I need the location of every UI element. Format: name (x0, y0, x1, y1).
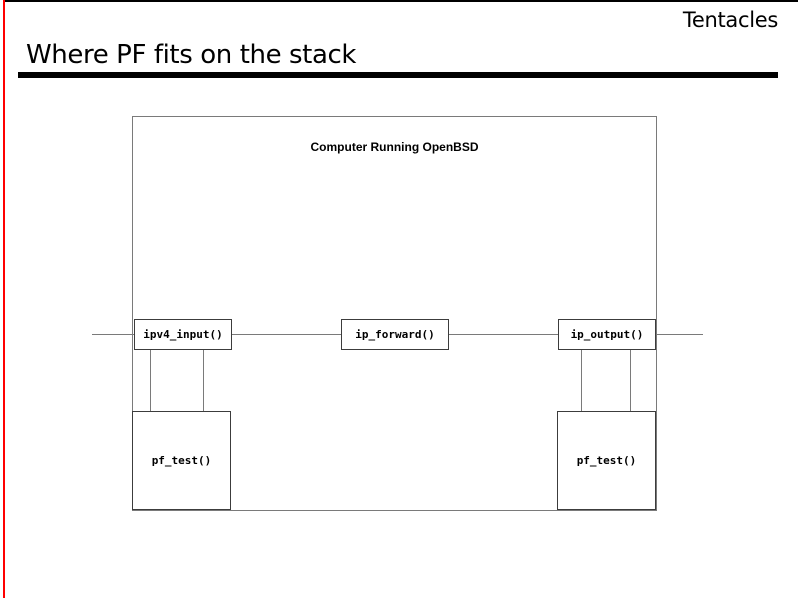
left-accent-rail (3, 0, 5, 598)
edge-external-out (655, 334, 703, 335)
edge-input-to-pf-down (150, 349, 151, 412)
top-border-rule (5, 0, 798, 2)
title-underline-rule (18, 72, 778, 78)
edge-output-to-pf-down (581, 349, 582, 412)
edge-forward-to-output (448, 334, 560, 335)
node-ip-forward[interactable]: ip_forward() (341, 319, 449, 350)
node-pf-test-output[interactable]: pf_test() (557, 411, 656, 510)
deck-name: Tentacles (682, 8, 778, 32)
node-ip-output[interactable]: ip_output() (558, 319, 656, 350)
node-ipv4-input[interactable]: ipv4_input() (134, 319, 232, 350)
edge-external-in (92, 334, 136, 335)
edge-input-to-forward (231, 334, 343, 335)
host-container-label: Computer Running OpenBSD (310, 140, 479, 154)
host-container-box (132, 116, 657, 511)
edge-pf-to-output-up (630, 349, 631, 412)
page-title: Where PF fits on the stack (26, 40, 357, 70)
edge-pf-to-input-up (203, 349, 204, 412)
node-pf-test-input[interactable]: pf_test() (132, 411, 231, 510)
